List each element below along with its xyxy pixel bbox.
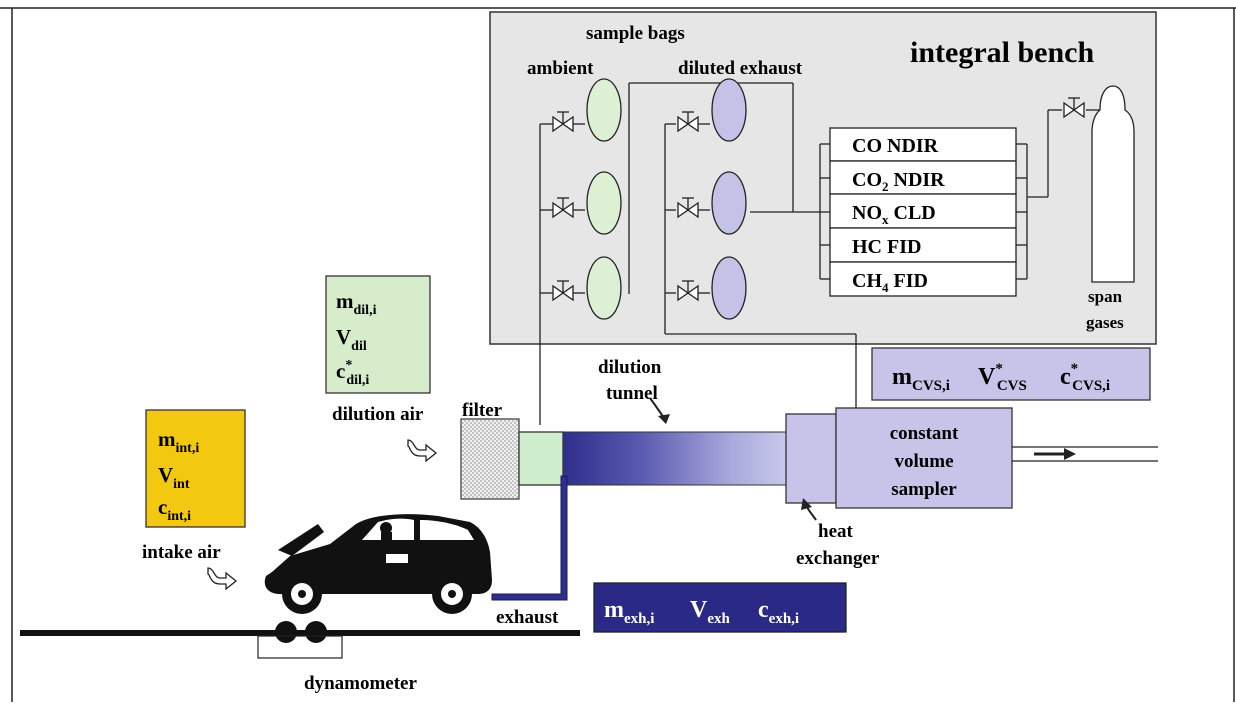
cvs-label-line3: sampler bbox=[891, 479, 957, 500]
outlet-arrow-icon bbox=[1034, 448, 1076, 460]
valve-icon bbox=[552, 197, 585, 219]
exh-mass-symbol: mexh,i bbox=[604, 597, 654, 627]
exh-volume-symbol: Vexh bbox=[690, 597, 731, 627]
exchanger-label: exchanger bbox=[796, 548, 880, 569]
intake-air-arrow-icon bbox=[207, 567, 238, 591]
cvs-outlet bbox=[1012, 446, 1158, 462]
valve-icon bbox=[552, 280, 585, 302]
constant-volume-sampler bbox=[835, 407, 1013, 509]
dynamometer-pit bbox=[257, 635, 343, 659]
ambient-bag bbox=[586, 256, 622, 320]
cvs-volume-symbol: V*CVS bbox=[978, 361, 1027, 394]
filter-element bbox=[460, 418, 520, 500]
dilution-air-params-box bbox=[325, 275, 431, 394]
valve-icon bbox=[1063, 97, 1085, 119]
cvs-params-box bbox=[871, 347, 1151, 401]
dil-volume-symbol: Vdil bbox=[336, 325, 367, 354]
dynamometer-label: dynamometer bbox=[304, 673, 417, 694]
intake-air-params-box bbox=[145, 409, 246, 528]
int-conc-symbol: cint,i bbox=[158, 495, 191, 524]
valve-icon bbox=[677, 197, 710, 219]
diluted-exhaust-label: diluted exhaust bbox=[678, 58, 803, 79]
int-volume-symbol: Vint bbox=[158, 463, 190, 492]
diluted-bag bbox=[711, 78, 747, 142]
span-label: span bbox=[1088, 287, 1123, 306]
analyzer-box bbox=[829, 193, 1017, 229]
diluted-bag bbox=[711, 256, 747, 320]
ambient-label: ambient bbox=[527, 58, 594, 79]
gases-label: gases bbox=[1086, 313, 1124, 332]
sample-bags-label: sample bags bbox=[586, 23, 685, 44]
exhaust-label: exhaust bbox=[496, 607, 559, 628]
heat-exchanger bbox=[785, 413, 837, 504]
analyzer-co2-ndir: CO2 NDIR bbox=[852, 169, 945, 194]
analyzer-stack: CO NDIR CO2 NDIR NOx CLD HC FID CH4 FID bbox=[829, 127, 1017, 297]
dil-conc-symbol: c*dil,i bbox=[336, 358, 369, 388]
dilution-label: dilution bbox=[598, 357, 662, 378]
dilution-air-label: dilution air bbox=[332, 404, 424, 425]
diluted-bag bbox=[711, 171, 747, 235]
cvs-conc-symbol: c*CVS,i bbox=[1060, 361, 1110, 394]
valve-icon bbox=[677, 111, 710, 133]
ambient-bag bbox=[586, 78, 622, 142]
dilution-tunnel bbox=[562, 431, 787, 486]
ambient-bags bbox=[586, 78, 622, 320]
span-gas-cylinder-icon bbox=[1091, 85, 1135, 283]
int-mass-symbol: mint,i bbox=[158, 427, 199, 456]
analyzer-hc-fid: HC FID bbox=[852, 236, 921, 258]
exhaust-params-box bbox=[593, 582, 847, 633]
integral-bench-title: integral bench bbox=[910, 36, 1094, 69]
analyzer-box bbox=[829, 127, 1017, 162]
car-icon bbox=[264, 514, 492, 614]
exhaust-pipe bbox=[491, 475, 568, 601]
cvs-mass-symbol: mCVS,i bbox=[892, 364, 950, 394]
analyzer-nox-cld: NOx CLD bbox=[852, 202, 936, 227]
valve-icon bbox=[552, 111, 585, 133]
analyzer-co-ndir: CO NDIR bbox=[852, 135, 939, 157]
heat-exchanger-pointer-icon bbox=[801, 498, 817, 521]
valve-icon bbox=[677, 280, 710, 302]
dil-mass-symbol: mdil,i bbox=[336, 289, 377, 318]
tunnel-label: tunnel bbox=[606, 383, 658, 404]
filter-label: filter bbox=[462, 400, 503, 421]
exh-conc-symbol: cexh,i bbox=[758, 597, 799, 627]
ground-line bbox=[20, 630, 580, 636]
bench-valves bbox=[552, 97, 1085, 302]
bench-piping bbox=[539, 82, 1100, 425]
intake-air-label: intake air bbox=[142, 542, 221, 563]
analyzer-box bbox=[829, 261, 1017, 297]
analyzer-box bbox=[829, 160, 1017, 195]
dilution-junction bbox=[518, 431, 564, 486]
analyzer-box bbox=[829, 227, 1017, 263]
cvs-label-line1: constant bbox=[890, 423, 959, 444]
cvs-label-line2: volume bbox=[894, 451, 953, 472]
heat-label: heat bbox=[818, 521, 854, 542]
diluted-bags bbox=[711, 78, 747, 320]
ambient-bag bbox=[586, 171, 622, 235]
dilution-air-arrow-icon bbox=[407, 439, 438, 463]
tunnel-pointer-arrow-icon bbox=[649, 397, 670, 424]
analyzer-ch4-fid: CH4 FID bbox=[852, 270, 928, 295]
